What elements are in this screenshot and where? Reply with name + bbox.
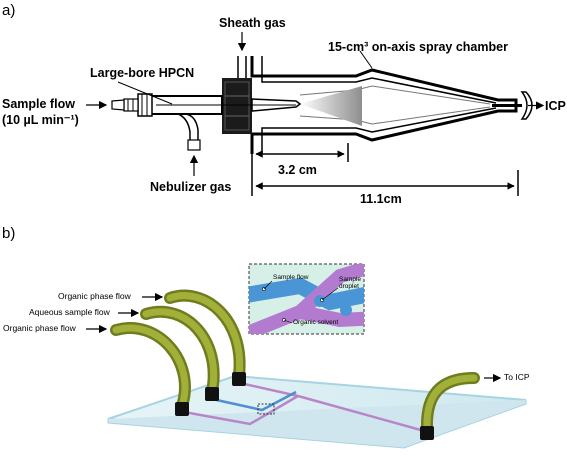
nebulizer-gas-label: Nebulizer gas: [150, 180, 232, 194]
chamber-inner-lines: [299, 85, 491, 125]
inlet-tubes: [110, 289, 480, 434]
panel-b-arrows: [86, 292, 502, 383]
sample-flow-label: Sample flow: [2, 97, 75, 111]
to-icp-label: To ICP: [504, 372, 530, 382]
hpcn-pointer: [117, 81, 173, 105]
panel-b-letter: b): [2, 225, 16, 242]
panel-a-letter: a): [2, 2, 16, 19]
sample-flow-rate-label: (10 µL min⁻¹): [2, 113, 79, 127]
aqueous-flow-label: Aqueous sample flow: [29, 307, 110, 317]
nebulizer-holder: [222, 78, 252, 134]
inset-organic-solvent-label: Organic solvent: [293, 319, 339, 326]
inset-sample-flow-label: Sample flow: [273, 274, 309, 281]
icp-torch: [520, 91, 533, 120]
organic-flow-bottom-label: Organic phase flow: [3, 323, 76, 333]
dim-long-label: 11.1cm: [360, 192, 402, 206]
nebulizer-gas-tube: [177, 113, 199, 148]
hpcn-label: Large-bore HPCN: [90, 66, 195, 80]
aqueous-channel: [211, 390, 297, 412]
sheath-gas-label: Sheath gas: [219, 16, 286, 30]
tube-organic-bottom: [110, 322, 191, 412]
fitting-nut: [137, 93, 153, 117]
junction-marker: [257, 403, 275, 415]
tube-connectors: [175, 372, 434, 440]
panel-a-arrows: [86, 32, 545, 196]
junction-inset: [248, 263, 365, 335]
sheath-gas-tube: [237, 56, 247, 78]
inset-sample-droplet-label-1: Sample: [339, 276, 362, 283]
icp-label: ICP: [545, 99, 566, 113]
organic-channel: [183, 381, 429, 434]
nebulizer-assembly: [111, 56, 533, 154]
spray-chamber-label: 15-cm³ on-axis spray chamber: [328, 40, 508, 54]
organic-flow-top-label: Organic phase flow: [58, 291, 131, 301]
spray-chamber-inner-wall: [261, 56, 497, 154]
spray-plume: [300, 86, 362, 126]
inset-organic-stream: [249, 264, 364, 334]
microfluidic-chip: [107, 374, 527, 449]
chamber-pointer: [359, 50, 373, 69]
dim-short-label: 3.2 cm: [278, 163, 317, 177]
inset-sample-droplet-label-2: droplet: [339, 283, 359, 290]
